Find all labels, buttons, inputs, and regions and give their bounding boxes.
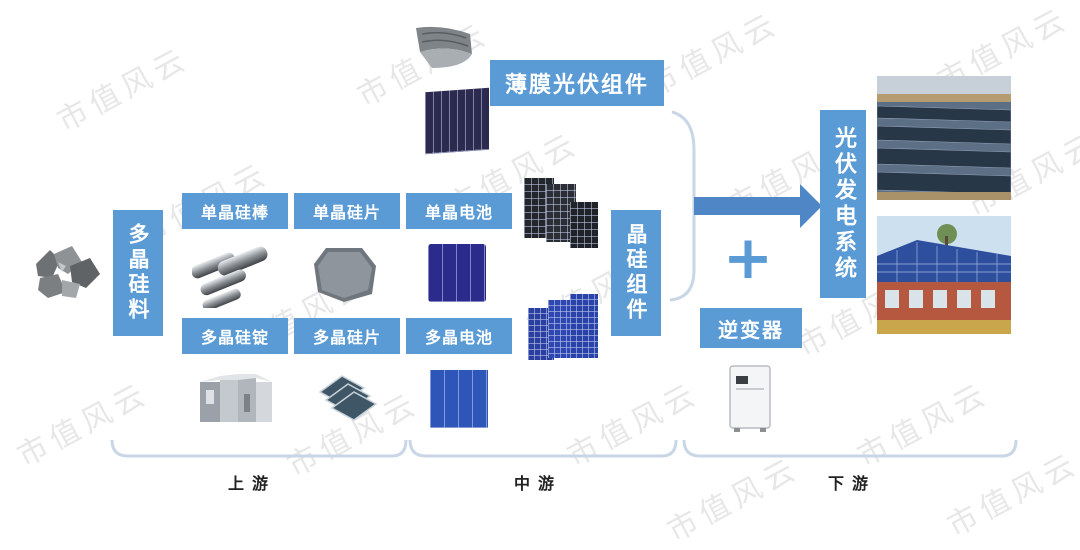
mono-module-image (522, 176, 600, 250)
crystal-silicon-module-label: 晶硅组件 (624, 223, 648, 323)
connector-bracket (669, 110, 696, 302)
arrow-shaft (694, 197, 804, 215)
mono-silicon-wafer-image (310, 242, 382, 306)
poly-wafer-label: 多晶硅片 (312, 328, 381, 347)
poly-silicon-wafer-image (312, 370, 384, 428)
downstream-label: 下游 (828, 474, 877, 493)
downstream-bracket (682, 439, 1018, 458)
rooftop-solar-image (877, 216, 1011, 334)
poly-cell-box: 多晶电池 (406, 318, 512, 354)
mono-rod-box: 单晶硅棒 (182, 193, 288, 229)
midstream-label: 中游 (514, 474, 563, 493)
mono-cell-label: 单晶电池 (424, 203, 493, 222)
plus-sign: + (722, 223, 774, 293)
poly-wafer-box: 多晶硅片 (294, 318, 400, 354)
pv-system-label: 光伏发电系统 (831, 126, 856, 282)
solar-farm-image (877, 76, 1011, 200)
polysilicon-material-box: 多晶硅料 (113, 210, 163, 336)
thin-film-module-label: 薄膜光伏组件 (504, 73, 649, 98)
midstream-bracket (408, 439, 678, 458)
mono-silicon-rod-image (192, 246, 276, 308)
poly-cell-label: 多晶电池 (424, 328, 493, 347)
poly-silicon-ingot-image (196, 368, 274, 428)
poly-ingot-box: 多晶硅锭 (182, 318, 288, 354)
poly-solar-cell-image (430, 370, 488, 428)
polysilicon-chunks-image (32, 240, 104, 302)
upstream-label: 上游 (228, 474, 277, 493)
upstream-bracket (110, 439, 408, 458)
poly-ingot-label: 多晶硅锭 (200, 328, 269, 347)
thin-film-panel-image (425, 87, 489, 155)
arrow-head (800, 184, 822, 228)
mono-wafer-label: 单晶硅片 (312, 203, 381, 222)
crystal-silicon-module-box: 晶硅组件 (611, 210, 661, 336)
mono-cell-box: 单晶电池 (406, 193, 512, 229)
connectors (110, 110, 1018, 458)
thin-film-module-box: 薄膜光伏组件 (490, 60, 664, 106)
mono-rod-label: 单晶硅棒 (200, 203, 269, 222)
mono-solar-cell-image (428, 244, 486, 302)
pv-system-box: 光伏发电系统 (820, 110, 866, 298)
polysilicon-material-label: 多晶硅料 (126, 223, 150, 323)
inverter-image (726, 362, 774, 434)
mono-wafer-box: 单晶硅片 (294, 193, 400, 229)
inverter-box: 逆变器 (700, 308, 802, 348)
flexible-thin-film-image (412, 22, 476, 74)
poly-module-image (526, 292, 600, 366)
inverter-label: 逆变器 (718, 317, 784, 342)
